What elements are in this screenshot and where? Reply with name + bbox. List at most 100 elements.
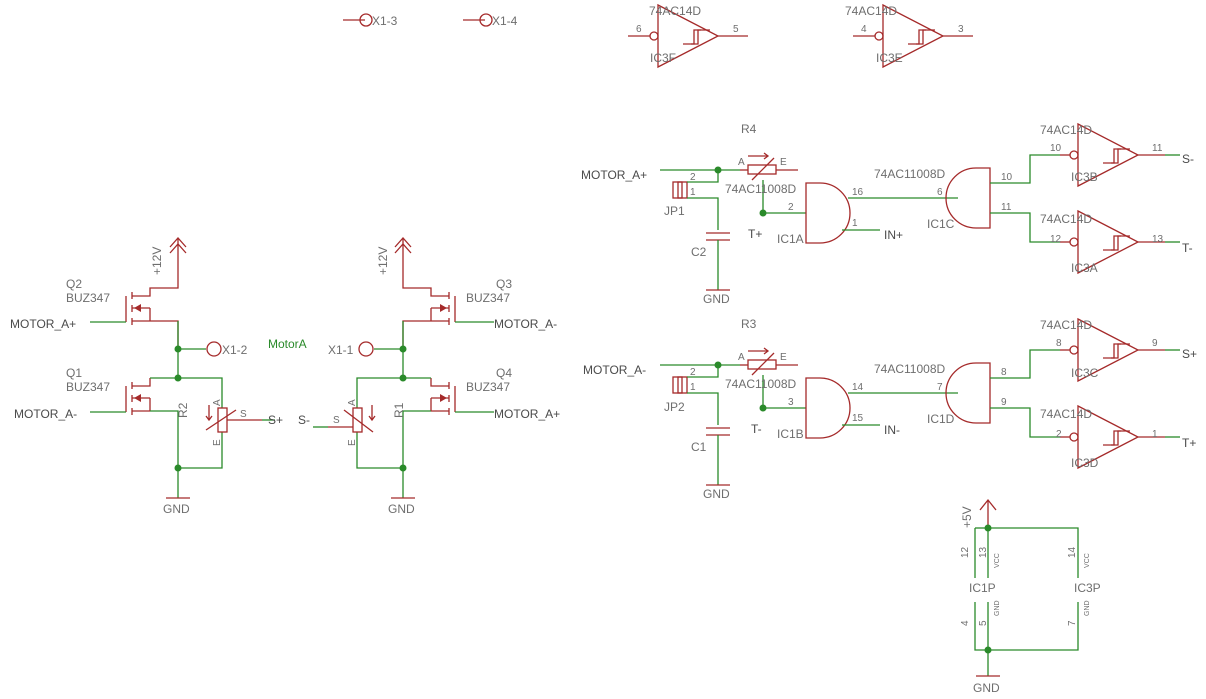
ic1a-in-net: IN+ bbox=[884, 228, 903, 242]
ic3c-name: IC3C bbox=[1071, 366, 1099, 380]
q2-gate-net: MOTOR_A+ bbox=[10, 317, 76, 331]
q1-type: BUZ347 bbox=[66, 380, 110, 394]
lower-input-net: MOTOR_A- bbox=[583, 363, 646, 377]
lower-gnd-label: GND bbox=[703, 487, 730, 501]
jp2-pin1: 1 bbox=[690, 382, 696, 393]
ic1a-pin-b: 1 bbox=[852, 218, 858, 229]
ic1d-pin-out-a: 8 bbox=[1001, 367, 1007, 378]
ic3e-type: 74AC14D bbox=[845, 4, 897, 18]
ic1c-name: IC1C bbox=[927, 217, 955, 231]
left-supply-label: +12V bbox=[150, 247, 164, 275]
c1-name: C1 bbox=[691, 440, 707, 454]
bridge-right-half: +12V Q3 BUZ347 MOTOR_A- bbox=[298, 237, 560, 516]
transistor-q4: Q4 BUZ347 MOTOR_A+ bbox=[430, 366, 560, 421]
ic1c-type: 74AC11008D bbox=[874, 167, 945, 181]
power-supply-label: +5V bbox=[960, 506, 974, 528]
upper-test-net: T+ bbox=[748, 227, 762, 241]
ic1p-vcc-pin-b: 13 bbox=[978, 546, 989, 558]
ic3d-type: 74AC14D bbox=[1040, 407, 1092, 421]
terminal-x1-1-label: X1-1 bbox=[328, 343, 354, 357]
ic1p-gnd-pin-a: 4 bbox=[960, 620, 971, 626]
upper-input-net: MOTOR_A+ bbox=[581, 168, 647, 182]
ic3b-pin-in: 10 bbox=[1050, 143, 1062, 154]
r1-pin-s: S bbox=[333, 415, 340, 426]
ic1b-in-net: IN- bbox=[884, 423, 900, 437]
ic3c-type: 74AC14D bbox=[1040, 318, 1092, 332]
r1-name: R1 bbox=[392, 402, 406, 418]
transistor-q2: Q2 BUZ347 MOTOR_A+ bbox=[10, 270, 179, 350]
ic1c-pin-out-b: 11 bbox=[1001, 202, 1012, 213]
r1-net: S- bbox=[298, 413, 310, 427]
r2-pin-s: S bbox=[240, 409, 247, 420]
jp2-pin2: 2 bbox=[690, 367, 696, 378]
resistor-r2: R2 A E S S+ bbox=[176, 399, 283, 446]
inverter-ic3e: 74AC14D IC3E 4 3 bbox=[845, 3, 973, 69]
ic3b-name: IC3B bbox=[1071, 170, 1098, 184]
ic3a-pin-in: 12 bbox=[1050, 234, 1062, 245]
ic1p-vcc-label: VCC bbox=[994, 553, 1001, 568]
ic3p-gnd-label: GND bbox=[1084, 600, 1091, 616]
transistor-q1: Q1 BUZ347 MOTOR_A- bbox=[14, 366, 151, 421]
r2-pin-e: E bbox=[212, 439, 223, 446]
r3-pin-a: A bbox=[738, 352, 745, 363]
ic3c-net: S+ bbox=[1182, 347, 1197, 361]
ic3a-name: IC3A bbox=[1071, 261, 1098, 275]
ic3a-net: T- bbox=[1182, 241, 1193, 255]
q1-gate-net: MOTOR_A- bbox=[14, 407, 77, 421]
ic3e-name: IC3E bbox=[876, 51, 903, 65]
ic1c-pin-in: 6 bbox=[937, 187, 943, 198]
ic3a-type: 74AC14D bbox=[1040, 212, 1092, 226]
ic3b-net: S- bbox=[1182, 152, 1194, 166]
ic1a-type: 74AC11008D bbox=[725, 182, 796, 196]
q2-type: BUZ347 bbox=[66, 291, 110, 305]
ic1p-vcc-pin-a: 12 bbox=[960, 546, 971, 558]
upper-gnd-label: GND bbox=[703, 292, 730, 306]
terminal-x1-3: X1-3 bbox=[343, 13, 398, 28]
upper-logic: MOTOR_A+ R4 A E T+ 2 1 JP1 C2 GND 7 bbox=[581, 122, 1194, 306]
r3-pin-e: E bbox=[780, 352, 787, 363]
inverter-ic3f: 74AC14D IC3F 6 5 bbox=[628, 3, 748, 69]
transistor-q3: Q3 BUZ347 MOTOR_A- bbox=[402, 270, 557, 350]
ic1d-type: 74AC11008D bbox=[874, 362, 945, 376]
power-gnd-label: GND bbox=[973, 681, 1000, 695]
ic1d-name: IC1D bbox=[927, 412, 955, 426]
c2-name: C2 bbox=[691, 245, 707, 259]
r2-pin-a: A bbox=[212, 399, 223, 406]
ic1a-pin-a: 2 bbox=[788, 202, 794, 213]
ic1a-pin-out: 16 bbox=[852, 187, 864, 198]
ic3c-pin-in: 8 bbox=[1056, 338, 1062, 349]
ic3e-pin-out: 3 bbox=[958, 24, 964, 35]
r1-pin-a: A bbox=[347, 399, 358, 406]
ic3p-name: IC3P bbox=[1074, 581, 1101, 595]
jp1-name: JP1 bbox=[664, 204, 685, 218]
ic3b-pin-out: 11 bbox=[1152, 143, 1163, 154]
ic1b-type: 74AC11008D bbox=[725, 377, 796, 391]
ic3d-name: IC3D bbox=[1071, 456, 1099, 470]
ic3f-name: IC3F bbox=[650, 51, 676, 65]
jp1-pin1: 1 bbox=[690, 187, 696, 198]
jp1-pin2: 2 bbox=[690, 172, 696, 183]
right-supply-label: +12V bbox=[376, 247, 390, 275]
ic3b-type: 74AC14D bbox=[1040, 123, 1092, 137]
terminal-x1-4: X1-4 bbox=[463, 13, 518, 28]
ic3p-vcc-pin: 14 bbox=[1067, 546, 1078, 558]
ic1a-name: IC1A bbox=[777, 232, 804, 246]
ic3c-pin-out: 9 bbox=[1152, 338, 1158, 349]
jp2-name: JP2 bbox=[664, 400, 685, 414]
q1-name: Q1 bbox=[66, 366, 82, 380]
ic3p-gnd-pin: 7 bbox=[1067, 620, 1078, 626]
lower-logic: MOTOR_A- R3 A E T- 2 1 JP2 C1 GND 74AC11… bbox=[583, 317, 1197, 501]
ic3d-pin-out: 1 bbox=[1152, 429, 1158, 440]
right-gnd-label: GND bbox=[388, 502, 415, 516]
ic1d-pin-in: 7 bbox=[937, 382, 943, 393]
r4-name: R4 bbox=[741, 122, 757, 136]
power-section: +5V 12 13 VCC IC1P 14 VCC IC3P 4 5 GND 7… bbox=[960, 498, 1101, 695]
terminal-x1-4-label: X1-4 bbox=[492, 14, 518, 28]
ic1p-gnd-pin-b: 5 bbox=[978, 620, 989, 626]
r2-net: S+ bbox=[268, 413, 283, 427]
q4-gate-net: MOTOR_A+ bbox=[494, 407, 560, 421]
ic3e-pin-in: 4 bbox=[861, 24, 867, 35]
r1-pin-e: E bbox=[347, 439, 358, 446]
ic3f-pin-out: 5 bbox=[733, 24, 739, 35]
